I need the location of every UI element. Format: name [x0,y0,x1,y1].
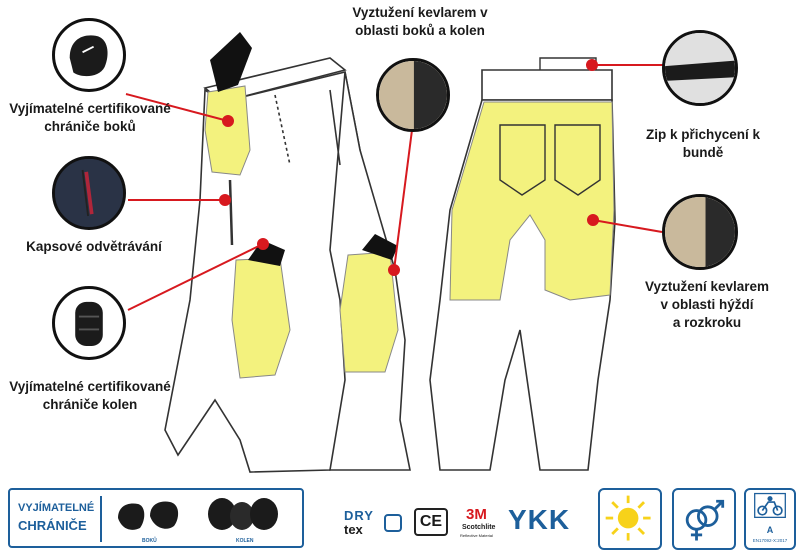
knee-protectors-label: Vyjímatelné certifikované chrániče kolen [9,379,171,412]
removable-title-2: CHRÁNIČE [18,518,87,533]
3m-scotchlite-logo: 3M Scotchlite Reflective Material [460,506,496,538]
summer-badge [598,488,662,550]
removable-divider [100,496,102,542]
sun-icon [605,495,651,541]
motorcycle-icon [754,492,786,518]
pants-illustration [125,32,665,473]
kevlar-seat-label: Vyztužení kevlarem v oblasti hýždí a roz… [644,279,770,330]
back-seat-patch [449,101,615,301]
kevlar-hips-knees-label: Vyztužení kevlarem v oblasti boků a kole… [352,5,488,38]
front-hip-patch [204,85,251,176]
hip-protector-pair-icon [118,501,179,530]
cert-class: A [766,525,774,535]
pocket-vent-detail-image [52,156,126,230]
zip-detail-image [662,30,738,106]
zip-jacket-label: Zip k přichycení k bundě [645,127,761,160]
unisex-badge [672,488,736,550]
drytex-mark-icon [384,514,402,532]
hip-caption: BOKŮ [142,538,157,544]
removable-protectors-box: VYJÍMATELNÉ CHRÁNIČE BOKŮ KOLEN [8,488,304,548]
motorcycle-cert-badge: A EN17092-X:2017 [744,488,796,550]
kevlar-seat-detail-image [662,194,738,270]
drytex-logo: DRY tex [344,508,406,538]
hip-protector-detail-image [52,18,126,92]
ykk-logo: YKK [508,504,571,535]
knee-protector-pair-icon [208,498,278,530]
hip-protectors-label: Vyjímatelné certifikované chrániče boků [9,101,171,134]
ce-mark: CE [414,508,448,536]
knee-protector-detail-image [52,286,126,360]
knee-caption: KOLEN [236,538,254,544]
kevlar-knee-detail-image [376,58,450,132]
removable-title-1: VYJÍMATELNÉ [18,502,95,514]
pocket-vent-label: Kapsové odvětrávání [26,239,162,254]
cert-norm: EN17092-X:2017 [752,538,788,543]
gender-icon [685,499,725,541]
